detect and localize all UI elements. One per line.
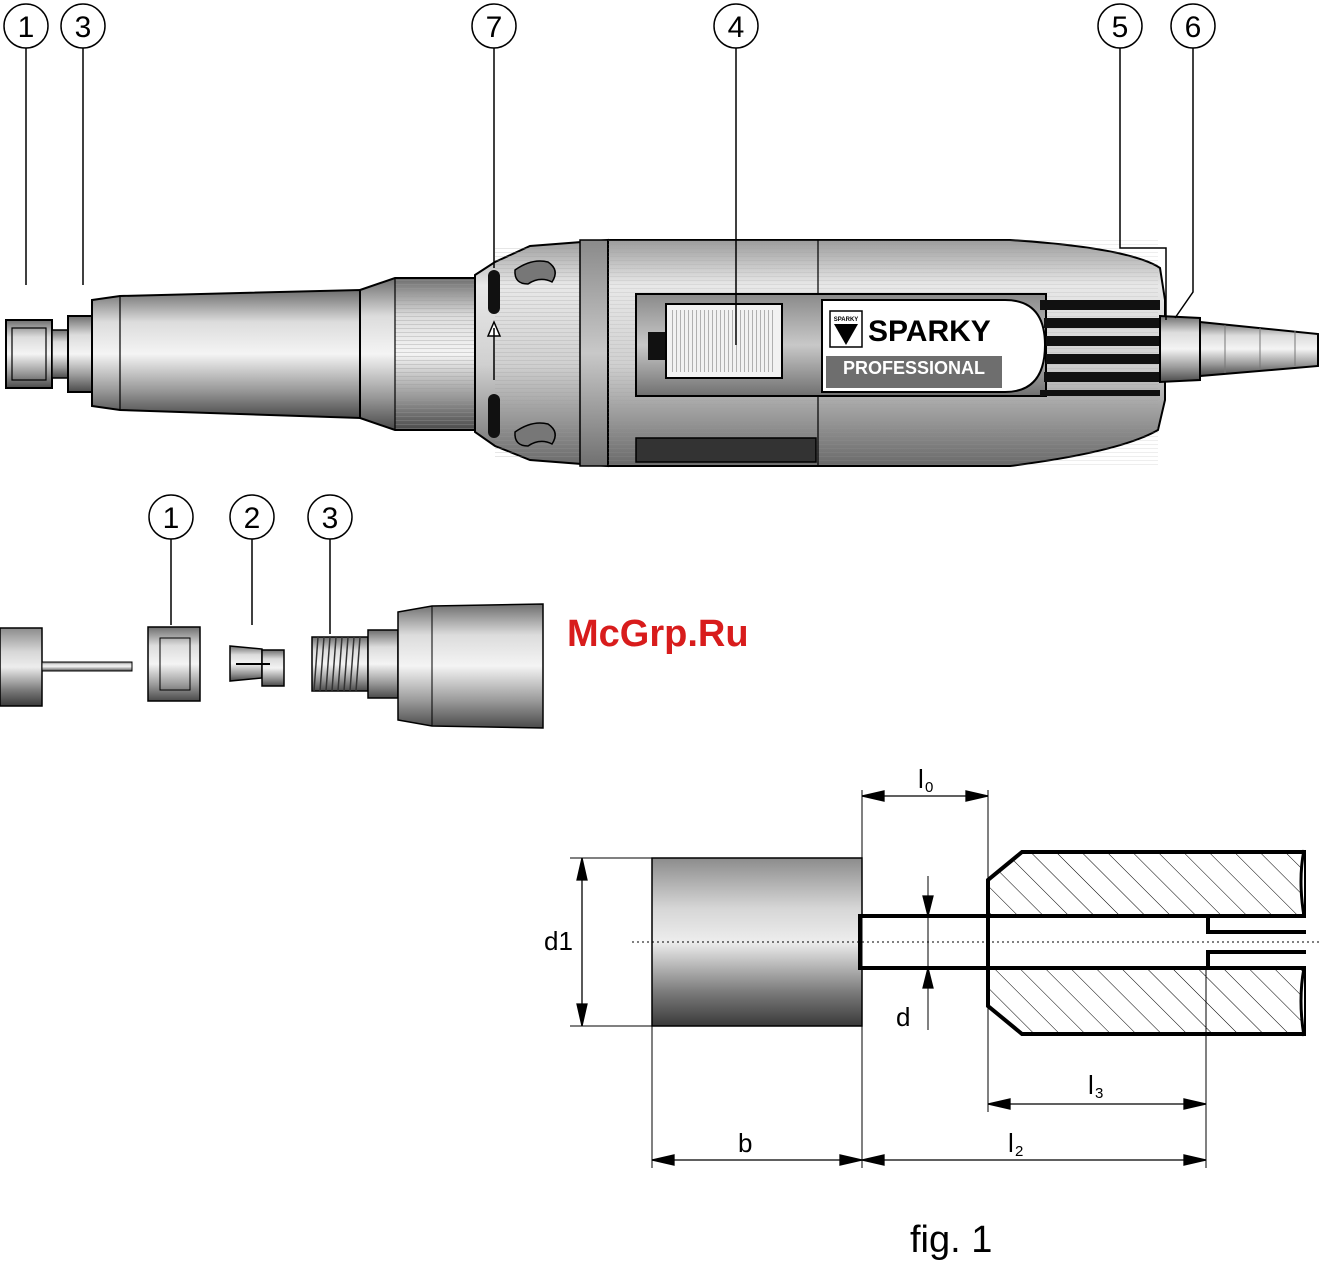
collet-nut [6,320,52,388]
callout-3: 3 [61,4,105,285]
figure-caption: fig. 1 [910,1219,992,1261]
svg-text:1: 1 [18,11,35,44]
svg-text:4: 4 [728,11,745,44]
label-l2-sub: 2 [1015,1143,1023,1160]
logo-brand-text: SPARKY [868,315,991,348]
watermark-text: McGrp.Ru [567,613,749,655]
svg-text:3: 3 [322,502,339,535]
label-d: d [896,1002,910,1032]
label-b: b [738,1128,752,1158]
power-cable [1200,322,1318,376]
label-l2-main: l [1008,1128,1014,1158]
label-l0-sub: 0 [925,779,933,796]
callout-6: 6 [1171,4,1215,318]
svg-text:7: 7 [486,11,503,44]
dimension-drawing: d1 d l 0 l 3 b l 2 [544,764,1322,1168]
part-nose-housing [398,604,543,728]
grinder-tool: SPARKY SPARKY PROFESSIONAL [6,240,1318,466]
label-l3-main: l [1088,1070,1094,1100]
callout-7: 7 [472,4,516,268]
part-callout-2: 2 [230,495,274,625]
mini-logo-text: SPARKY [834,317,859,323]
grinding-pin-head [0,628,42,706]
label-d1: d1 [544,926,573,956]
cable-guard [1160,316,1200,382]
part-callout-3: 3 [308,495,352,634]
label-l3-sub: 3 [1095,1085,1103,1102]
svg-text:6: 6 [1185,11,1202,44]
exploded-parts [0,604,543,728]
svg-text:1: 1 [163,502,180,535]
grinding-pin-shank [42,662,132,671]
callout-1: 1 [4,4,48,285]
logo-sub-text: PROFESSIONAL [843,358,985,378]
svg-text:2: 2 [244,502,261,535]
spindle-nut [68,316,92,392]
svg-text:5: 5 [1112,11,1129,44]
part-callout-1: 1 [149,495,193,625]
callouts-parts: 1 2 3 [149,495,352,634]
label-l0-main: l [918,764,924,794]
tool-nose [92,290,360,418]
svg-text:3: 3 [75,11,92,44]
